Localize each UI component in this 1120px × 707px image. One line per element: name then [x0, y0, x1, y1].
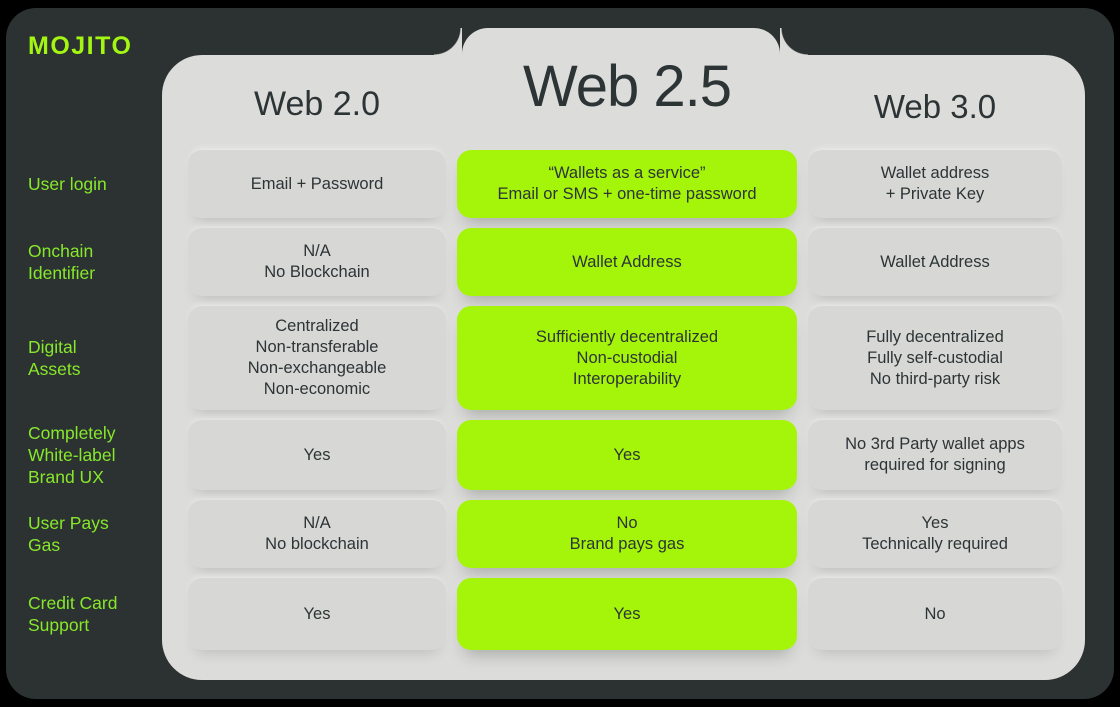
comparison-grid: Email + Password“Wallets as a service”Em… [188, 150, 1062, 650]
column-header-web25: Web 2.5 [523, 54, 732, 119]
dark-card: MOJITO Web 2.0 Web 2.5 Web 3.0 Email + P… [6, 8, 1114, 699]
table-cell-web25: Wallet Address [457, 228, 797, 296]
table-cell-web25: Yes [457, 578, 797, 650]
table-cell-web25: “Wallets as a service”Email or SMS + one… [457, 150, 797, 218]
table-cell-web20: Yes [188, 578, 446, 650]
mojito-logo: MOJITO [28, 32, 133, 60]
table-cell-web25: Yes [457, 420, 797, 490]
table-cell-web20: Email + Password [188, 150, 446, 218]
table-cell-web30: Wallet address+ Private Key [808, 150, 1062, 218]
column-header-web30: Web 3.0 [873, 88, 997, 125]
row-label: User login [28, 174, 107, 194]
column-header-web20: Web 2.0 [253, 85, 380, 123]
table-cell-web30: No [808, 578, 1062, 650]
comparison-panel: Web 2.0 Web 2.5 Web 3.0 Email + Password… [162, 54, 1085, 680]
table-cell-web30: Wallet Address [808, 228, 1062, 296]
web25-tab [434, 28, 808, 57]
table-cell-web20: Yes [188, 420, 446, 490]
